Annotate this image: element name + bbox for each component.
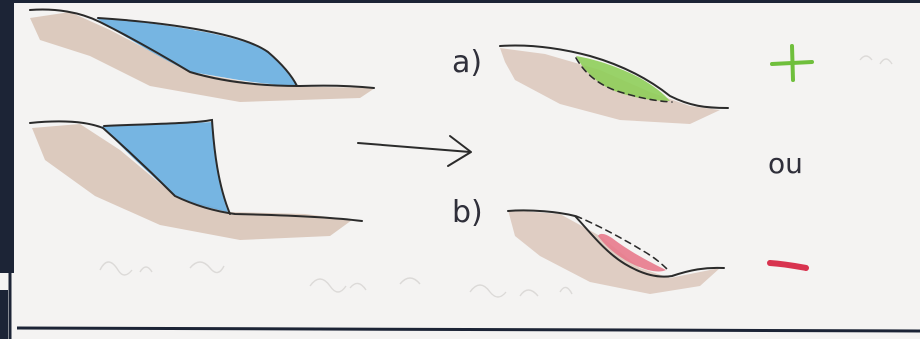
left-binding-edge <box>0 0 14 273</box>
plus-icon <box>772 46 812 80</box>
river-profile-shallow <box>30 10 375 103</box>
option-a-label: a) <box>452 48 482 78</box>
left-binding-edge-lower <box>0 290 8 339</box>
option-b-erosion-profile <box>508 210 724 294</box>
arrow-right-icon <box>358 136 471 166</box>
option-b-label: b) <box>452 198 483 228</box>
river-profile-steep <box>30 120 362 240</box>
or-label: ou <box>768 150 803 178</box>
option-a-deposition-profile <box>500 45 728 124</box>
bottom-border-line <box>17 328 920 331</box>
minus-icon <box>770 263 806 268</box>
